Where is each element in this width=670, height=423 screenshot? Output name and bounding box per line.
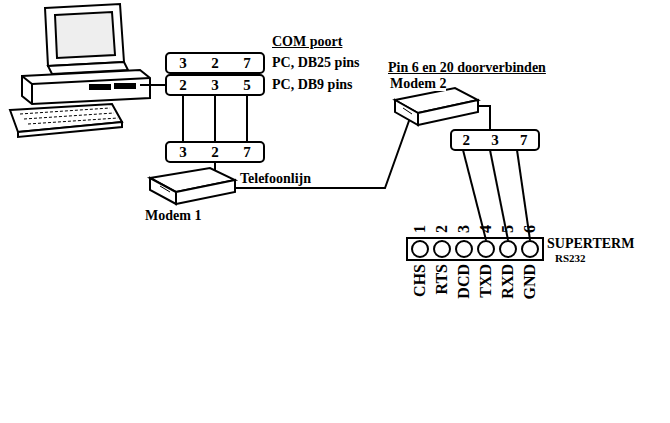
terminal	[500, 241, 516, 257]
pin-number: 4	[478, 225, 494, 233]
device-label: SUPERTERM	[547, 236, 634, 251]
pin-number: 5	[243, 78, 251, 93]
pin-number: 7	[520, 133, 528, 148]
wire	[246, 96, 248, 141]
pin-box: 2 3 5	[165, 74, 265, 96]
pin-number: 2	[211, 145, 219, 160]
pin-box: 3 2 7	[165, 141, 265, 163]
pin-number: 3	[179, 56, 187, 71]
signal-name: CHS	[412, 264, 428, 297]
pin-number: 2	[179, 78, 187, 93]
terminal-block	[407, 150, 543, 260]
pin-number: 7	[243, 145, 251, 160]
terminal	[522, 241, 538, 257]
terminal	[478, 241, 494, 257]
pin-number: 3	[179, 145, 187, 160]
signal-name: RXD	[500, 264, 516, 299]
terminal	[434, 241, 450, 257]
pc-illustration	[10, 4, 165, 137]
signal-name: DCD	[456, 264, 472, 299]
terminal	[412, 241, 428, 257]
device-label: Modem 1	[145, 208, 201, 223]
terminal	[456, 241, 472, 257]
pin-box: 2 3 7	[450, 129, 540, 151]
signal-name: GND	[522, 264, 538, 300]
wire	[214, 96, 216, 141]
pin-number: 6	[522, 225, 538, 233]
pin-number: 3	[211, 78, 219, 93]
pin-number: 2	[463, 133, 471, 148]
pin-number: 2	[211, 56, 219, 71]
pin-box: 3 2 7	[165, 52, 265, 74]
pin-number: 7	[243, 56, 251, 71]
pin-number: 3	[491, 133, 499, 148]
modem-illustration	[395, 88, 490, 130]
note: Pin 6 en 20 doorverbinden	[388, 60, 546, 75]
port-label: PC, DB9 pins	[272, 77, 353, 92]
heading: COM poort	[272, 34, 342, 49]
wire	[182, 96, 184, 141]
port-label: PC, DB25 pins	[272, 55, 360, 70]
device-label: RS232	[555, 252, 586, 264]
pin-number: 1	[412, 225, 428, 233]
device-label: Modem 2	[390, 76, 446, 91]
pin-number: 3	[456, 225, 472, 233]
pin-number: 5	[500, 225, 516, 233]
signal-name: RTS	[434, 264, 450, 295]
line-label: Telefoonlijn	[240, 171, 311, 186]
signal-name: TXD	[478, 264, 494, 298]
modem-illustration	[150, 118, 410, 204]
pin-number: 2	[434, 225, 450, 233]
